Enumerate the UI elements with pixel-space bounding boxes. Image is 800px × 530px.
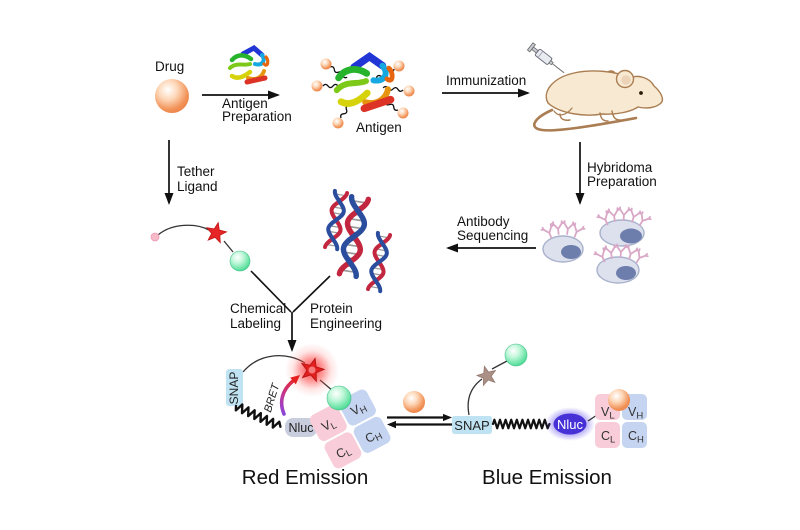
ligand-sphere <box>229 250 251 272</box>
ch-label: CH <box>363 426 385 448</box>
drug-sphere <box>155 79 189 113</box>
hapten-sphere <box>397 107 409 119</box>
cl-domain-box <box>595 422 620 448</box>
free-drug-sphere <box>403 391 425 413</box>
tether-label-1: Tether <box>177 164 215 179</box>
equilibrium-arrowhead-left <box>387 420 396 429</box>
vl-label: VL <box>319 415 339 436</box>
ch-domain-box <box>622 422 647 448</box>
ch-domain-box <box>353 416 391 453</box>
mouse-tail <box>533 108 638 132</box>
antigen-protein-icon <box>334 54 396 111</box>
vl-domain-box <box>310 405 347 441</box>
star-hot-core <box>308 366 316 374</box>
vl-label: VL <box>601 405 615 422</box>
cl-domain-box <box>324 432 362 469</box>
antigen-conjugate <box>311 54 415 129</box>
cell-nucleus <box>620 228 642 244</box>
equilibrium-arrowhead-right <box>443 413 452 422</box>
chemical-labeling-label-2: Labeling <box>230 316 281 331</box>
protein-engineering-label-1: Protein <box>310 301 353 316</box>
mouse-inner-ear <box>621 75 631 85</box>
ch-label: CH <box>628 429 644 446</box>
dna-helix <box>366 230 393 294</box>
linker-spring <box>491 418 551 430</box>
linker-spring <box>234 403 282 429</box>
cl-label: CL <box>601 429 615 446</box>
bret-label: BRET <box>262 381 282 414</box>
hapten-sphere <box>332 117 344 129</box>
tether-label-2: Ligand <box>177 179 218 194</box>
snap-tag-label: SNAP <box>454 418 489 433</box>
snap-tag-box <box>226 369 243 406</box>
mouse-illustration <box>533 69 664 132</box>
hybridoma-label-1: Hybridoma <box>587 160 653 175</box>
immunization-label: Immunization <box>446 73 526 88</box>
mouse-body <box>545 70 664 116</box>
cell-nucleus <box>616 266 636 280</box>
sensor-closed-state: SNAP Nluc VL VH CL CH BRET <box>226 343 391 469</box>
nluc-label: Nluc <box>288 421 313 435</box>
antigen-preparation-label-2: Preparation <box>222 109 292 124</box>
dna-helix <box>323 188 350 252</box>
ligand-link <box>223 240 234 253</box>
bret-transfer-arrow <box>279 379 295 416</box>
snap-tether-curve-open <box>467 378 483 416</box>
nluc-label: Nluc <box>557 417 584 432</box>
chemical-labeling-label-1: Chemical <box>230 301 286 316</box>
tether-linker <box>157 224 210 236</box>
bret-arrowhead <box>290 375 300 385</box>
hybridoma-label-2: Preparation <box>587 174 657 189</box>
ligand-link-open <box>491 360 508 370</box>
protein-engineering-label-2: Engineering <box>310 316 382 331</box>
mouse-eye <box>639 91 643 95</box>
sensor-open-state: SNAP Nluc VL VH CL CH <box>452 343 647 448</box>
antigen-preparation-label-1: Antigen <box>222 96 268 111</box>
bound-drug-sphere <box>608 389 630 411</box>
sequencing-label-2: Sequencing <box>457 228 528 243</box>
hapten-sphere <box>320 58 332 70</box>
carrier-protein-icon <box>230 48 268 82</box>
mouse-legs <box>559 110 621 122</box>
syringe-icon <box>526 42 565 74</box>
dna-helices <box>323 188 393 294</box>
equilibrium <box>387 391 452 429</box>
benzylguanine-dot <box>150 232 160 242</box>
snap-tag-box <box>452 416 492 434</box>
vh-label: VH <box>628 405 643 422</box>
red-emission-caption: Red Emission <box>242 466 368 489</box>
nluc-box <box>285 418 317 437</box>
cell-nucleus <box>561 245 581 259</box>
hybridoma-cells <box>539 206 653 284</box>
cl-label: CL <box>334 442 354 463</box>
mouse-haunch <box>553 107 573 116</box>
chemical-labeling-branch <box>250 270 292 313</box>
drug-label: Drug <box>155 59 184 74</box>
tethered-ligand <box>150 220 251 272</box>
sequencing-label-1: Antibody <box>457 214 510 229</box>
fluorophore-star <box>203 220 229 244</box>
hapten-sphere <box>393 60 405 72</box>
protein-engineering-branch <box>292 275 331 313</box>
blue-emission-caption: Blue Emission <box>482 466 612 489</box>
bound-ligand-sphere <box>326 385 352 411</box>
hapten-sphere <box>403 85 415 97</box>
fab-domain-grid-open: VL VH CL CH <box>595 389 647 448</box>
vh-label: VH <box>348 399 369 421</box>
hapten-sphere <box>311 80 323 92</box>
antigen-label: Antigen <box>356 120 402 135</box>
displaced-ligand-sphere <box>504 343 528 367</box>
snap-tag-label: SNAP <box>227 372 241 405</box>
nluc-glowing-box <box>553 413 587 435</box>
